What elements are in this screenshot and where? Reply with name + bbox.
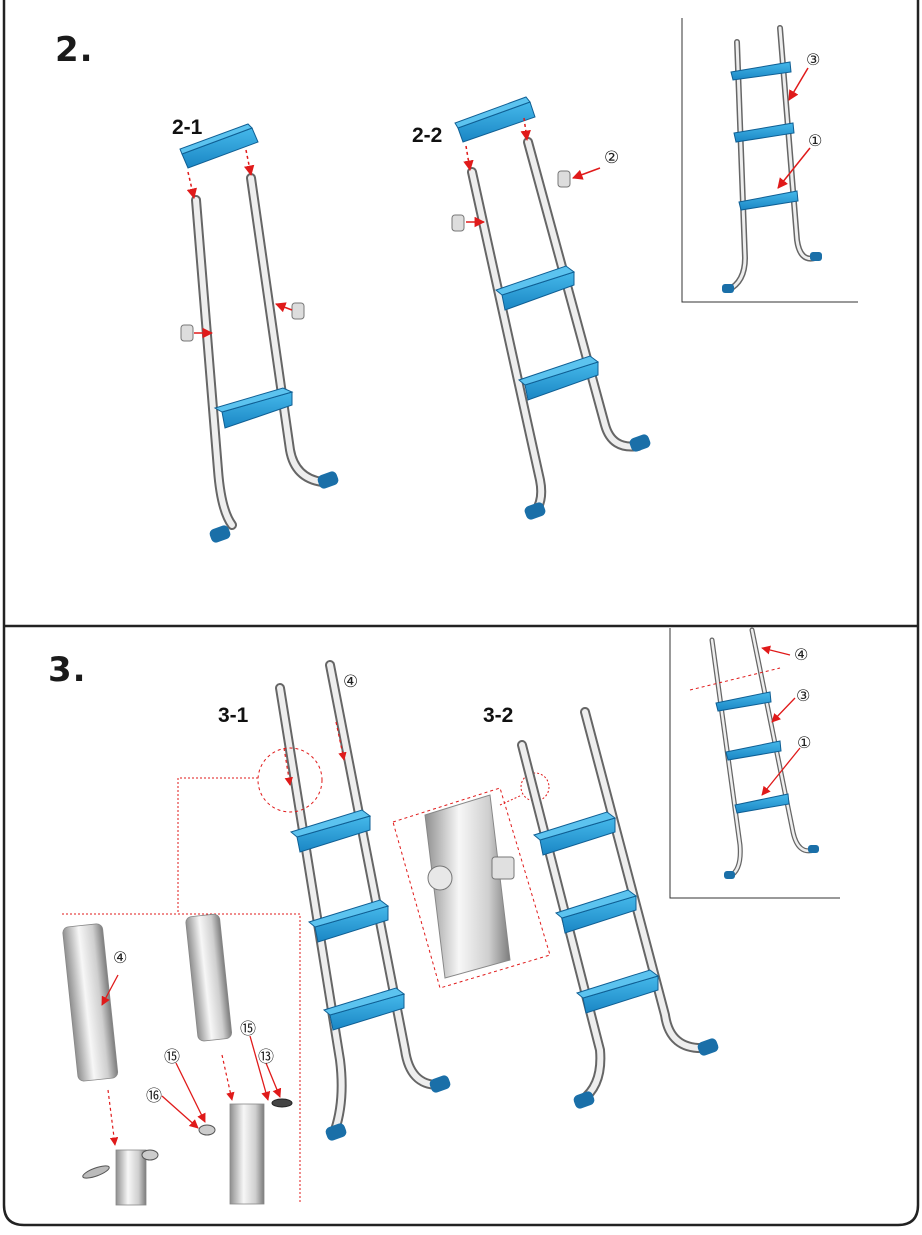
sub-label-3-2: 3-2 xyxy=(483,704,514,727)
step-number-2: 2. xyxy=(55,30,94,70)
ladder-3-2 xyxy=(517,707,719,1109)
detail-callout-15b: ⑮ xyxy=(240,1019,257,1038)
callout-cap: ② xyxy=(604,148,620,168)
inset3-callout-3: ③ xyxy=(796,686,811,705)
callout-top-tube: ④ xyxy=(343,672,359,692)
sub-label-2-2: 2-2 xyxy=(412,124,443,147)
inset-step3 xyxy=(669,627,840,899)
step-number-3: 3. xyxy=(48,650,87,690)
inset-step2 xyxy=(681,18,858,303)
detail-callout-16: ⑯ xyxy=(146,1086,163,1105)
inset3-callout-4: ④ xyxy=(794,645,809,664)
ladder-3-1 xyxy=(177,660,451,1141)
sub-label-2-1: 2-1 xyxy=(172,116,203,139)
ladder-2-1 xyxy=(179,123,339,543)
detail-callout-15a: ⑮ xyxy=(164,1047,181,1066)
inset3-callout-1: ① xyxy=(797,733,812,752)
detail-callout-13: ⑬ xyxy=(258,1047,275,1066)
detail-3-2 xyxy=(392,772,551,989)
sub-label-3-1: 3-1 xyxy=(218,704,249,727)
detail-callout-4: ④ xyxy=(113,948,128,967)
inset2-callout-1: ① xyxy=(808,131,823,150)
ladder-2-2 xyxy=(451,96,651,520)
inset2-callout-3: ③ xyxy=(806,50,821,69)
detail-3-1 xyxy=(62,913,301,1206)
